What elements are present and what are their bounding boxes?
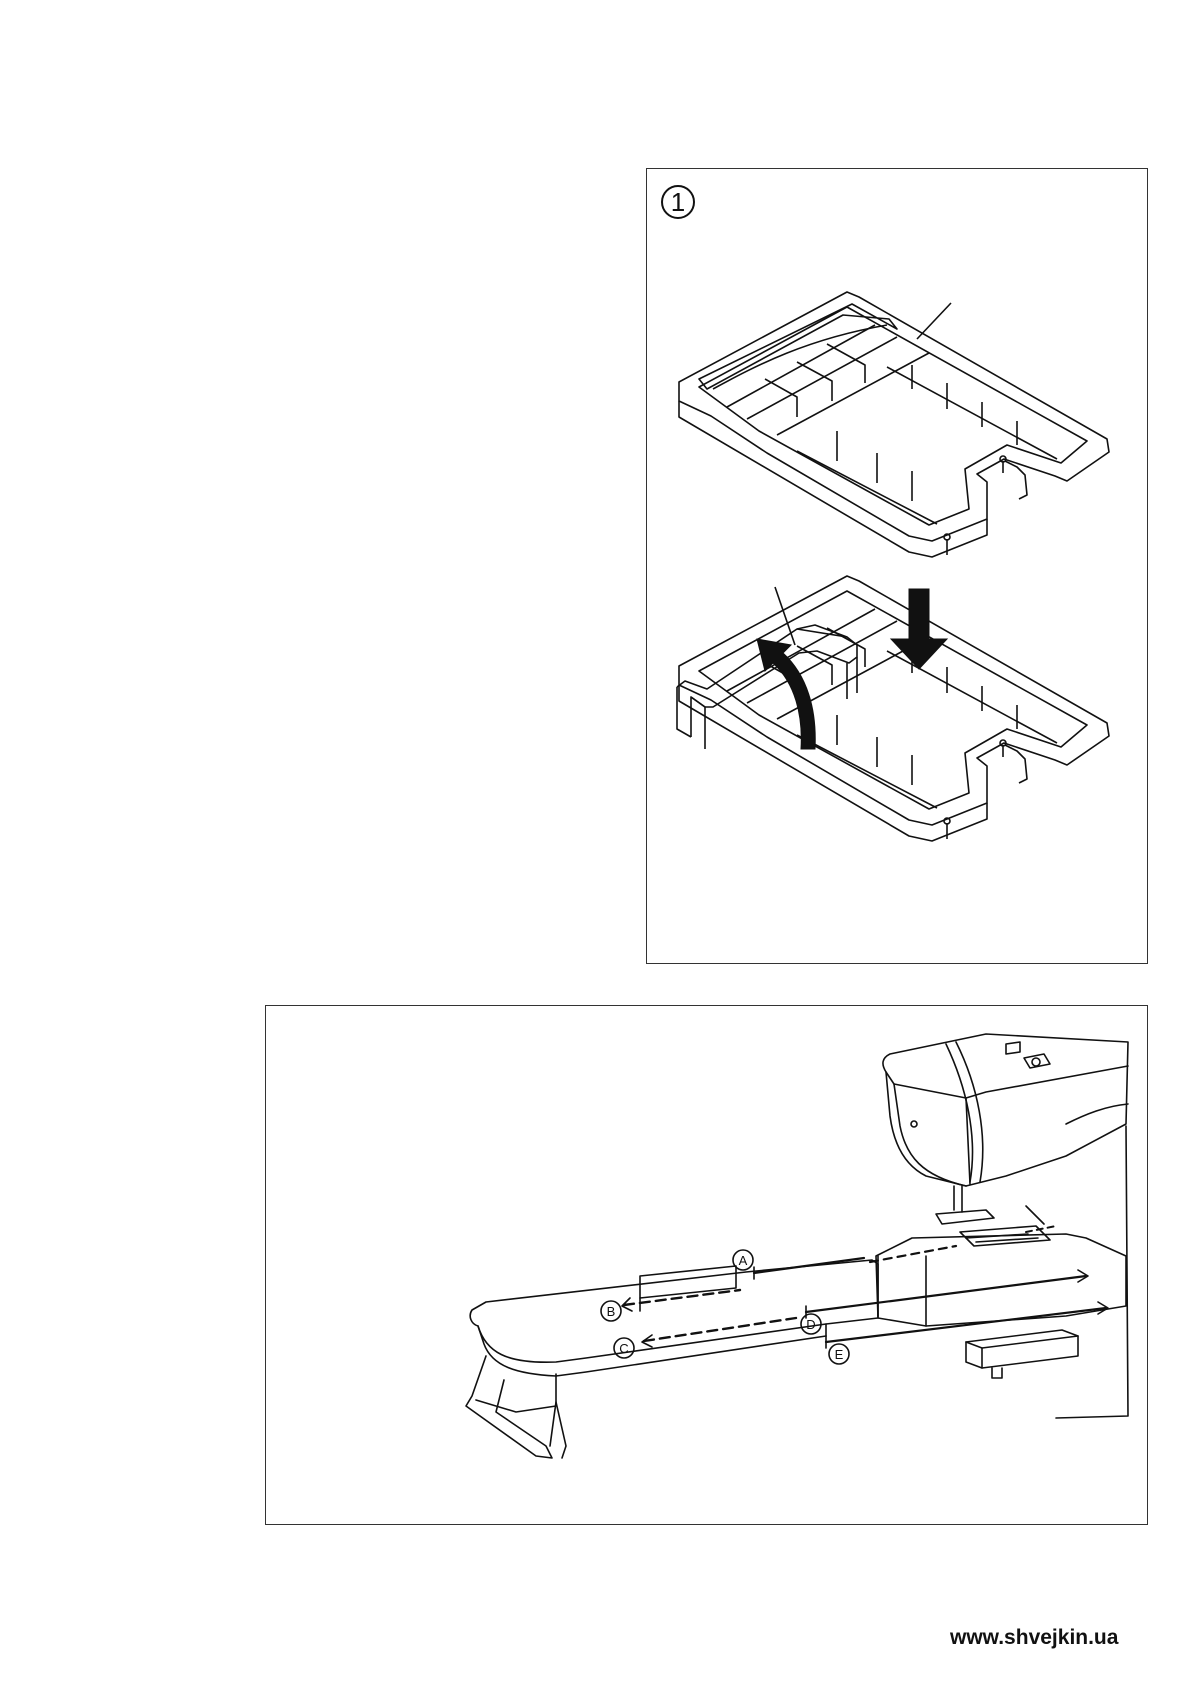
- extension-table: [466, 1260, 878, 1458]
- label-b: B: [607, 1304, 616, 1319]
- curved-raise-arrow: [757, 639, 815, 749]
- sewing-machine: [883, 1034, 1128, 1418]
- guide-arrows: [622, 1226, 1108, 1348]
- site-url: www.shvejkin.ua: [950, 1626, 1118, 1650]
- label-c: C: [619, 1341, 628, 1356]
- label-a: A: [739, 1253, 748, 1268]
- figure-1-drawing: [647, 169, 1149, 965]
- tray-bottom-view: [679, 576, 1109, 841]
- tray-top-view: [679, 292, 1109, 557]
- label-d: D: [806, 1317, 815, 1332]
- label-e: E: [835, 1347, 844, 1362]
- accessory-box: [966, 1330, 1078, 1378]
- figure-1-panel: 1: [646, 168, 1148, 964]
- figure-2-drawing: A B C D E: [266, 1006, 1149, 1526]
- figure-2-panel: A B C D E: [265, 1005, 1148, 1525]
